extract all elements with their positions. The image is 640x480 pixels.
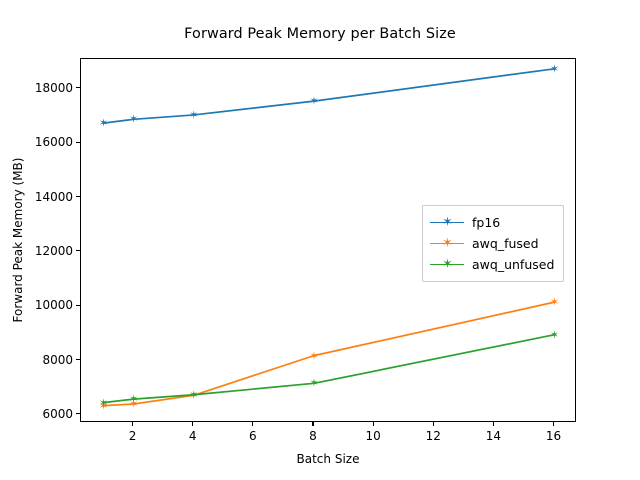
y-tick-label: 16000: [34, 135, 73, 150]
y-axis-label: Forward Peak Memory (MB): [11, 157, 25, 323]
legend-star-icon: ✶: [442, 214, 453, 230]
series-line-awq_fused: [102, 301, 556, 407]
legend-item-fp16[interactable]: ✶ fp16: [430, 212, 554, 233]
legend: ✶ fp16 ✶ awq_fused ✶ awq_unfused: [422, 205, 565, 282]
legend-item-awq_fused[interactable]: ✶ awq_fused: [430, 233, 554, 254]
y-tick-mark: [76, 304, 80, 306]
x-tick-mark: [432, 422, 434, 426]
x-tick-mark: [492, 422, 494, 426]
x-tick-mark: [312, 422, 314, 426]
series-line-awq_unfused: [102, 333, 556, 404]
legend-label: awq_unfused: [472, 257, 555, 272]
y-tick-label: 6000: [42, 406, 73, 421]
x-tick-label: 10: [365, 429, 381, 443]
y-tick-mark: [76, 196, 80, 198]
y-tick-mark: [76, 87, 80, 89]
y-tick-mark: [76, 250, 80, 252]
legend-label: fp16: [472, 215, 501, 230]
y-tick-label: 10000: [34, 298, 73, 313]
x-tick-label: 6: [249, 429, 257, 443]
y-tick-label: 12000: [34, 243, 73, 258]
y-axis-label-container: Forward Peak Memory (MB): [11, 58, 32, 422]
x-tick-mark: [132, 422, 134, 426]
legend-swatch-icon: ✶: [430, 237, 464, 251]
x-tick-label: 14: [485, 429, 501, 443]
legend-item-awq_unfused[interactable]: ✶ awq_unfused: [430, 254, 554, 275]
legend-swatch-icon: ✶: [430, 216, 464, 230]
legend-star-icon: ✶: [442, 256, 453, 272]
y-tick-label: 14000: [34, 189, 73, 204]
x-tick-mark: [252, 422, 254, 426]
series-canvas: [102, 67, 556, 407]
x-tick-mark: [192, 422, 194, 426]
y-tick-mark: [76, 359, 80, 361]
x-tick-label: 8: [309, 429, 317, 443]
legend-label: awq_fused: [472, 236, 539, 251]
y-tick-label: 18000: [34, 80, 73, 95]
x-tick-label: 4: [188, 429, 197, 443]
legend-swatch-icon: ✶: [430, 258, 464, 272]
x-tick-mark: [372, 422, 374, 426]
x-tick-label: 16: [545, 429, 562, 443]
y-tick-label: 8000: [42, 352, 73, 367]
y-tick-mark: [76, 141, 80, 143]
y-tick-mark: [76, 413, 80, 415]
x-axis-label: Batch Size: [296, 452, 360, 466]
chart-title: Forward Peak Memory per Batch Size: [184, 26, 456, 42]
legend-star-icon: ✶: [442, 235, 453, 251]
x-tick-label: 2: [128, 429, 137, 443]
series-line-fp16: [102, 67, 556, 124]
x-tick-label: 12: [425, 429, 441, 443]
x-tick-mark: [552, 422, 555, 426]
